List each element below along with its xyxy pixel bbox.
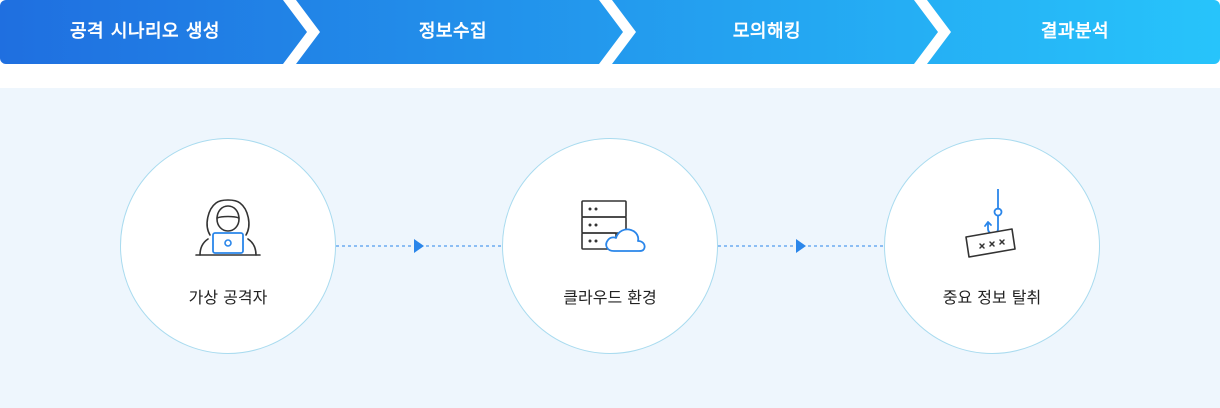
step-chevron-2 [599,0,636,64]
phishing-hook-icon [965,189,1016,258]
step-chevron-1 [283,0,320,64]
node-virtual-attacker: 가상 공격자 [120,138,336,354]
server-cloud-icon [581,200,646,252]
node-label: 클라우드 환경 [563,288,657,307]
steps-background [0,0,1220,64]
step-label-recon: 정보수집 [418,21,488,42]
step-label-pentest: 모의해킹 [732,21,802,42]
process-steps-bar: 공격 시나리오 생성 정보수집 모의해킹 결과분석 [0,0,1220,64]
connector-1 [336,239,504,253]
node-label: 중요 정보 탈취 [942,288,1042,307]
step-label-analysis: 결과분석 [1040,21,1110,42]
node-cloud-environment: 클라우드 환경 [502,138,718,354]
arrow-right-icon [414,239,424,253]
step-chevron-3 [914,0,951,64]
node-label: 가상 공격자 [188,288,268,307]
step-label-scenario: 공격 시나리오 생성 [69,21,220,42]
connector-2 [718,239,886,253]
arrow-right-icon [796,239,806,253]
node-data-exfiltration: 중요 정보 탈취 [884,138,1100,354]
hacker-laptop-icon [195,199,261,256]
